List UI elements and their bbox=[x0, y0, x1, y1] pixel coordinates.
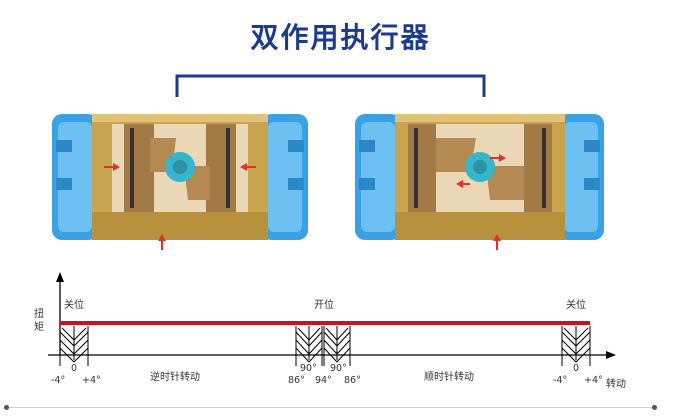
divider-dot-right bbox=[652, 405, 657, 410]
port-arrow-left bbox=[158, 234, 166, 241]
page-title: 双作用执行器 bbox=[250, 21, 431, 54]
phase-counterclockwise: 逆时针转动 bbox=[150, 372, 200, 383]
tick-right-zero: 0 bbox=[573, 363, 580, 374]
tick-left-minus4: -4° bbox=[51, 375, 66, 386]
tick-90-b: 90° bbox=[330, 363, 347, 374]
tick-right-minus4: -4° bbox=[553, 375, 568, 386]
position-closed-right: 关位 bbox=[566, 300, 586, 311]
title-bracket bbox=[175, 74, 486, 97]
bottom-divider bbox=[8, 407, 655, 408]
arrow-out-left bbox=[456, 180, 463, 188]
phase-clockwise: 顺时针转动 bbox=[424, 372, 474, 383]
hatch-zone-left bbox=[59, 326, 89, 366]
actuator-left bbox=[52, 114, 308, 250]
tick-right-plus4: +4° bbox=[584, 375, 603, 386]
y-axis-label-1: 扭 bbox=[34, 309, 44, 320]
port-arrow-right bbox=[493, 234, 501, 241]
x-axis-label: 转动 bbox=[606, 379, 626, 390]
tick-left-plus4: +4° bbox=[82, 375, 101, 386]
y-axis-label-2: 矩 bbox=[34, 322, 44, 333]
position-closed-left: 关位 bbox=[64, 300, 84, 311]
position-open: 开位 bbox=[314, 300, 334, 311]
tick-90-a: 90° bbox=[300, 363, 317, 374]
hatch-zone-mid-a bbox=[295, 326, 323, 366]
hatch-zone-right bbox=[561, 326, 591, 366]
piston-left bbox=[124, 124, 154, 212]
actuator-right bbox=[355, 114, 604, 250]
hatch-zone-mid-b bbox=[323, 326, 351, 366]
arrow-in-right bbox=[240, 163, 247, 171]
tick-94: 94° bbox=[315, 375, 332, 386]
arrow-out-right bbox=[499, 154, 506, 162]
tick-86-b: 86° bbox=[344, 375, 361, 386]
tick-left-zero: 0 bbox=[71, 363, 78, 374]
arrow-in-left bbox=[113, 163, 120, 171]
divider-dot-left bbox=[4, 405, 9, 410]
tick-86-a: 86° bbox=[288, 375, 305, 386]
piston-right bbox=[206, 124, 236, 212]
